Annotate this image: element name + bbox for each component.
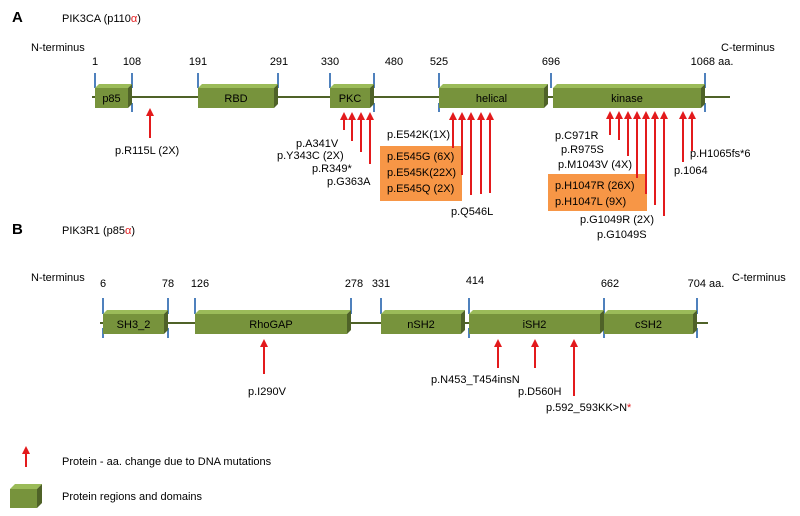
- domain-label: RBD: [224, 93, 247, 105]
- mutation-label: p.R975S: [561, 144, 604, 156]
- domain-ish2: iSH2: [469, 310, 604, 334]
- position-label: 278: [345, 278, 363, 290]
- panel-a: A PIK3CA (p110α) N-terminus C-terminus 1…: [12, 9, 775, 241]
- legend-domain-label: Protein regions and domains: [62, 491, 203, 503]
- mutation-label: p.C971R: [555, 130, 598, 142]
- n-terminus-label: N-terminus: [31, 42, 85, 54]
- panel-b-title: PIK3R1 (p85α): [62, 225, 135, 237]
- domain-sh3-2: SH3_2: [103, 310, 168, 334]
- mutation-label: p.M1043V (4X): [558, 159, 632, 171]
- highlight-mutation-label: p.E545G (6X): [387, 151, 454, 163]
- mutation-label: p.G363A: [327, 176, 371, 188]
- domain-label: p85: [102, 93, 120, 105]
- domain-kinase: kinase: [553, 84, 705, 108]
- mutation-label: p.1064: [674, 165, 708, 177]
- domain-p85: p85: [95, 84, 132, 108]
- mutation-label: p.N453_T454insN: [431, 374, 520, 386]
- position-label: 331: [372, 278, 390, 290]
- domain-nsh2: nSH2: [381, 310, 465, 334]
- mutation-label: p.592_593KK>N*: [546, 402, 632, 414]
- legend-arrow-label: Protein - aa. change due to DNA mutation…: [62, 456, 272, 468]
- domain-label: PKC: [339, 93, 362, 105]
- legend: Protein - aa. change due to DNA mutation…: [10, 446, 272, 508]
- mutation-label: p.A341V: [296, 138, 339, 150]
- position-label: 696: [542, 56, 560, 68]
- position-label: 414: [466, 275, 484, 287]
- position-label: 78: [162, 278, 174, 290]
- position-label: 662: [601, 278, 619, 290]
- domain-label: kinase: [611, 93, 643, 105]
- mutation-label: p.D560H: [518, 386, 561, 398]
- highlight-mutation-label: p.H1047L (9X): [555, 196, 626, 208]
- domain-pkc: PKC: [330, 84, 374, 108]
- domain-rhogap: RhoGAP: [195, 310, 351, 334]
- position-label: 704 aa.: [688, 278, 725, 290]
- panel-b-letter: B: [12, 221, 23, 238]
- mutation-label: p.G1049S: [597, 229, 647, 241]
- mutation-label: p.G1049R (2X): [580, 214, 654, 226]
- highlight-box-kinase: [548, 174, 647, 211]
- position-label: 1068 aa.: [691, 56, 734, 68]
- c-terminus-label: C-terminus: [732, 272, 786, 284]
- highlight-mutation-label: p.E545K(22X): [387, 167, 456, 179]
- highlight-mutation-label: p.E545Q (2X): [387, 183, 454, 195]
- position-label: 480: [385, 56, 403, 68]
- mutation-label: p.R115L (2X): [115, 145, 179, 157]
- c-terminus-label: C-terminus: [721, 42, 775, 54]
- highlight-box-helical: [380, 146, 462, 201]
- domain-rbd: RBD: [198, 84, 278, 108]
- legend-domain-icon: [10, 484, 42, 508]
- domain-label: helical: [476, 93, 507, 105]
- position-label: 1: [92, 56, 98, 68]
- domain-label: cSH2: [635, 319, 662, 331]
- position-label: 291: [270, 56, 288, 68]
- n-terminus-label: N-terminus: [31, 272, 85, 284]
- domain-helical: helical: [439, 84, 548, 108]
- position-label: 191: [189, 56, 207, 68]
- mutation-label: p.E542K(1X): [387, 129, 450, 141]
- position-label: 6: [100, 278, 106, 290]
- domain-label: RhoGAP: [249, 319, 292, 331]
- domain-label: SH3_2: [117, 319, 151, 331]
- panel-b: B PIK3R1 (p85α) N-terminus C-terminus 6 …: [12, 221, 786, 414]
- domain-label: iSH2: [523, 319, 547, 331]
- mutation-label: p.R349*: [312, 163, 352, 175]
- position-label: 525: [430, 56, 448, 68]
- position-label: 330: [321, 56, 339, 68]
- mutation-label: p.Q546L: [451, 206, 493, 218]
- mutation-label: p.Y343C (2X): [277, 150, 344, 162]
- mutation-label: p.H1065fs*6: [690, 148, 751, 160]
- panel-a-letter: A: [12, 9, 23, 26]
- mutation-label: p.I290V: [248, 386, 287, 398]
- position-label: 126: [191, 278, 209, 290]
- domain-csh2: cSH2: [604, 310, 697, 334]
- domain-label: nSH2: [407, 319, 435, 331]
- highlight-mutation-label: p.H1047R (26X): [555, 180, 635, 192]
- panel-a-title: PIK3CA (p110α): [62, 13, 141, 25]
- position-label: 108: [123, 56, 141, 68]
